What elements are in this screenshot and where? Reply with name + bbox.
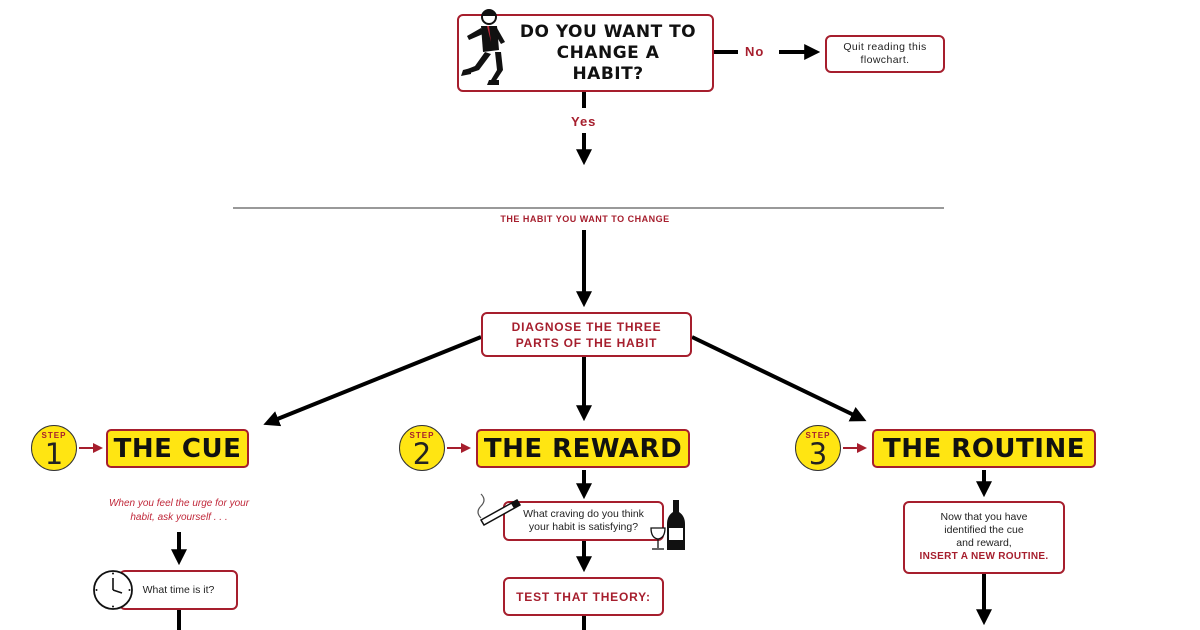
cigarette-icon xyxy=(477,493,522,527)
step-2-title-box: THE REWARD xyxy=(476,429,690,468)
diagnose-box: DIAGNOSE THE THREE PARTS OF THE HABIT xyxy=(481,312,692,357)
step-2-badge: STEP 2 xyxy=(399,425,445,471)
diagnose-to-routine-arrow xyxy=(691,335,867,422)
start-question: DO YOU WANT TO CHANGE A HABIT? xyxy=(519,21,697,84)
cue-question-box: What time is it? xyxy=(119,570,238,610)
step-2-tag: STEP xyxy=(409,431,435,440)
step-1-badge: STEP 1 xyxy=(31,425,77,471)
step-3-number: 3 xyxy=(808,437,828,471)
reward-question-box: What craving do you think your habit is … xyxy=(503,501,664,541)
step-3-title-box: THE ROUTINE xyxy=(872,429,1096,468)
step-1-tag: STEP xyxy=(41,431,67,440)
walking-man-icon xyxy=(461,9,505,85)
step-3-title: THE ROUTINE xyxy=(883,433,1085,464)
test-theory: TEST THAT THEORY: xyxy=(516,589,651,604)
step-1-number: 1 xyxy=(44,437,64,471)
step-1-title: THE CUE xyxy=(113,433,242,464)
quit-box: Quit reading this flowchart. xyxy=(825,35,945,73)
step-1-title-box: THE CUE xyxy=(106,429,249,468)
habit-caption: THE HABIT YOU WANT TO CHANGE xyxy=(500,214,670,224)
routine-action: INSERT A NEW ROUTINE. xyxy=(919,551,1049,562)
reward-question: What craving do you think your habit is … xyxy=(523,508,644,533)
diagnose-text: DIAGNOSE THE THREE PARTS OF THE HABIT xyxy=(511,319,662,350)
quit-text: Quit reading this flowchart. xyxy=(843,41,927,66)
cue-question: What time is it? xyxy=(142,583,215,596)
step-3-badge: STEP 3 xyxy=(795,425,841,471)
clock-icon xyxy=(93,570,133,610)
wine-bottle-icon xyxy=(650,500,685,550)
step-3-tag: STEP xyxy=(805,431,831,440)
step-2-number: 2 xyxy=(412,437,432,471)
routine-text-line2: identified the cue xyxy=(944,524,1024,536)
routine-box: Now that you have identified the cue and… xyxy=(903,501,1065,574)
cue-prompt: When you feel the urge for your habit, a… xyxy=(108,498,250,523)
no-label: No xyxy=(745,44,765,59)
diagnose-to-cue-arrow xyxy=(263,335,482,427)
step-2-title: THE REWARD xyxy=(483,433,683,464)
start-question-box: DO YOU WANT TO CHANGE A HABIT? xyxy=(457,14,714,92)
routine-text-line3: and reward, xyxy=(956,537,1012,549)
test-theory-box: TEST THAT THEORY: xyxy=(503,577,664,616)
routine-text-line1: Now that you have xyxy=(940,511,1028,523)
yes-label: Yes xyxy=(571,114,597,129)
